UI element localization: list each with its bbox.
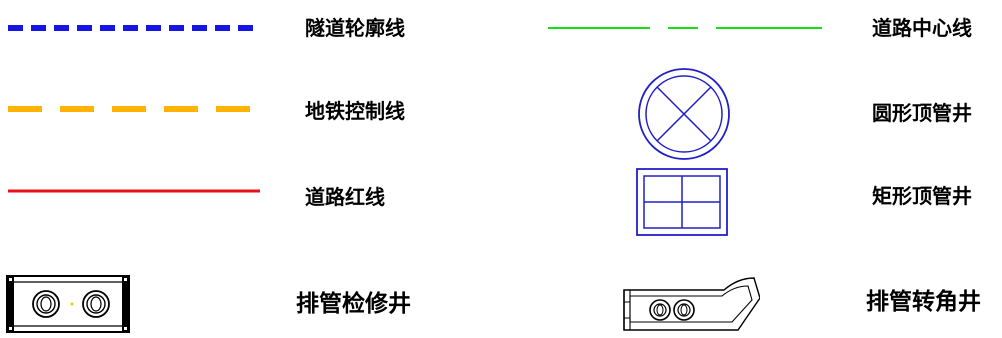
round-manhole-label: 圆形顶管井 (872, 101, 972, 125)
drain-corner-well-label: 排管转角井 (866, 289, 981, 315)
road-red-line-symbol (8, 189, 260, 193)
road-centerline-label: 道路中心线 (872, 16, 972, 40)
rect-manhole-label: 矩形顶管井 (872, 184, 972, 208)
road-centerline-symbol (548, 27, 822, 29)
drain-corner-well-symbol (623, 277, 760, 331)
round-manhole-symbol (638, 68, 730, 160)
subway-control-line-label: 地铁控制线 (305, 99, 405, 123)
road-red-line-label: 道路红线 (305, 185, 385, 209)
rect-manhole-symbol (636, 168, 728, 236)
tunnel-outline-line-symbol (8, 25, 260, 31)
drain-inspection-well-label: 排管检修井 (296, 291, 411, 317)
drain-inspection-well-symbol (6, 275, 130, 333)
tunnel-outline-label: 隧道轮廓线 (305, 16, 405, 40)
subway-control-line-symbol (8, 106, 260, 112)
